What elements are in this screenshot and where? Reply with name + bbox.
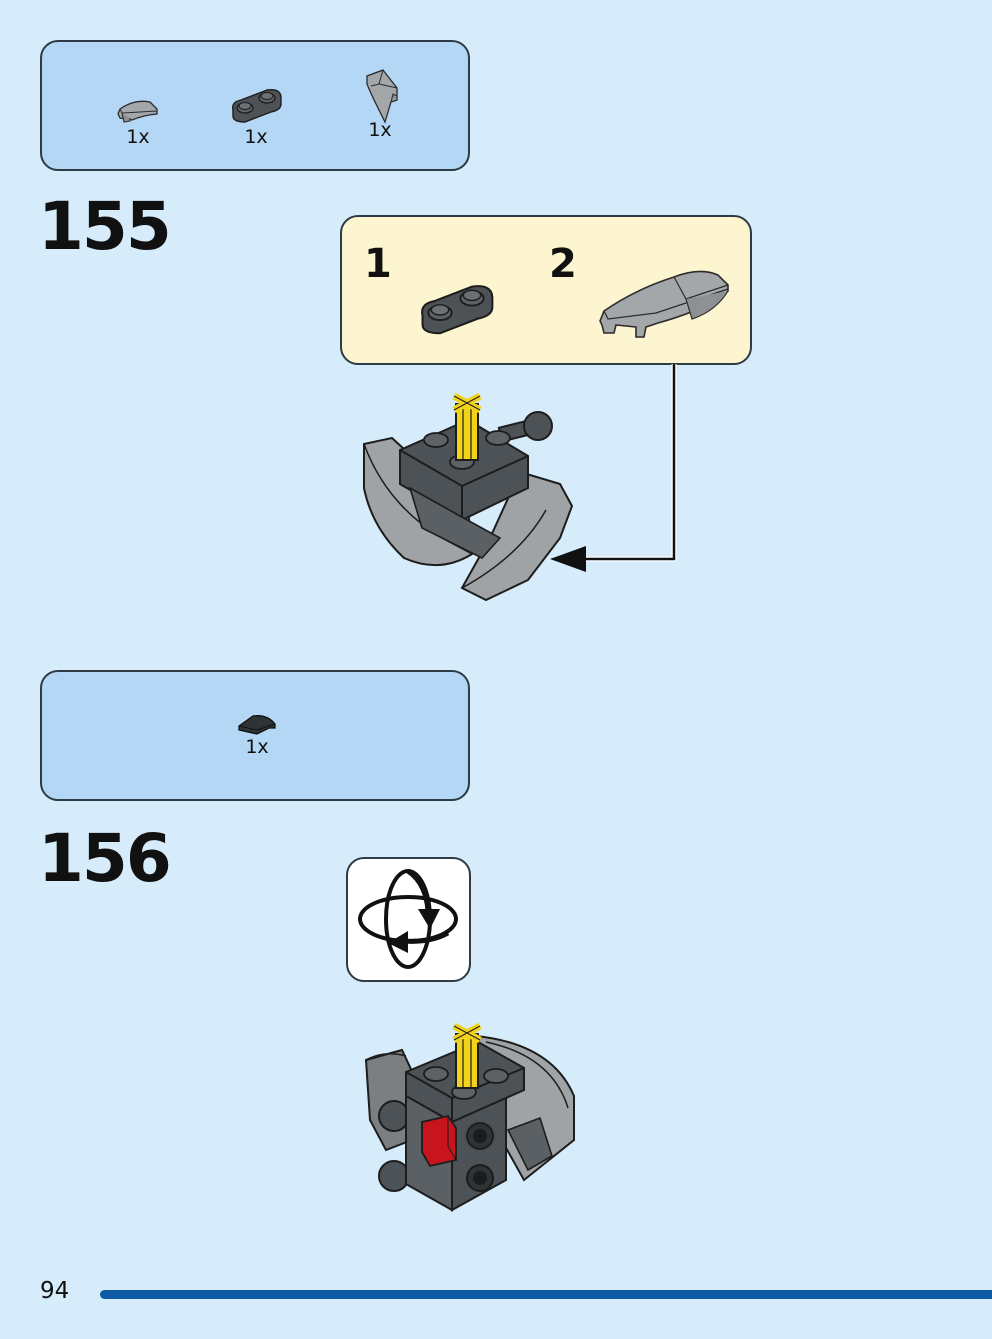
sub-step-label: 1 bbox=[364, 241, 392, 287]
wedge-light-gray-icon bbox=[366, 69, 398, 124]
part-plate-1x2: 1x bbox=[216, 82, 296, 147]
part-qty: 1x bbox=[244, 126, 268, 148]
part-curved-slope: 1x bbox=[98, 96, 178, 147]
rotate-model-indicator bbox=[346, 857, 471, 982]
parts-box-step-155: 1x 1x 1x bbox=[40, 40, 470, 171]
page-number: 94 bbox=[40, 1278, 70, 1304]
model-assembly-step-155 bbox=[363, 392, 574, 602]
plate-1x2-dark-gray-icon bbox=[231, 88, 282, 123]
part-wedge: 1x bbox=[340, 66, 420, 140]
page-rule bbox=[100, 1290, 992, 1299]
curved-slope-light-gray-icon bbox=[117, 100, 158, 123]
sub-step-label: 2 bbox=[549, 241, 577, 287]
subassembly-callout: 1 2 bbox=[340, 215, 752, 365]
step-number: 155 bbox=[38, 188, 172, 265]
plate-1x2-dark-gray-icon bbox=[421, 285, 494, 335]
part-qty: 1x bbox=[126, 126, 150, 148]
callout-arrow bbox=[550, 364, 677, 572]
part-qty: 1x bbox=[368, 119, 392, 141]
part-tile-quarter-round: 1x bbox=[217, 710, 297, 757]
part-qty: 1x bbox=[245, 736, 269, 758]
curved-wedge-light-gray-icon bbox=[599, 270, 729, 338]
rotate-model-icon bbox=[358, 868, 458, 969]
model-assembly-step-156 bbox=[364, 1022, 575, 1212]
tile-quarter-round-dark-gray-icon bbox=[238, 715, 276, 735]
step-number: 156 bbox=[38, 820, 172, 897]
parts-box-step-156: 1x bbox=[40, 670, 470, 801]
